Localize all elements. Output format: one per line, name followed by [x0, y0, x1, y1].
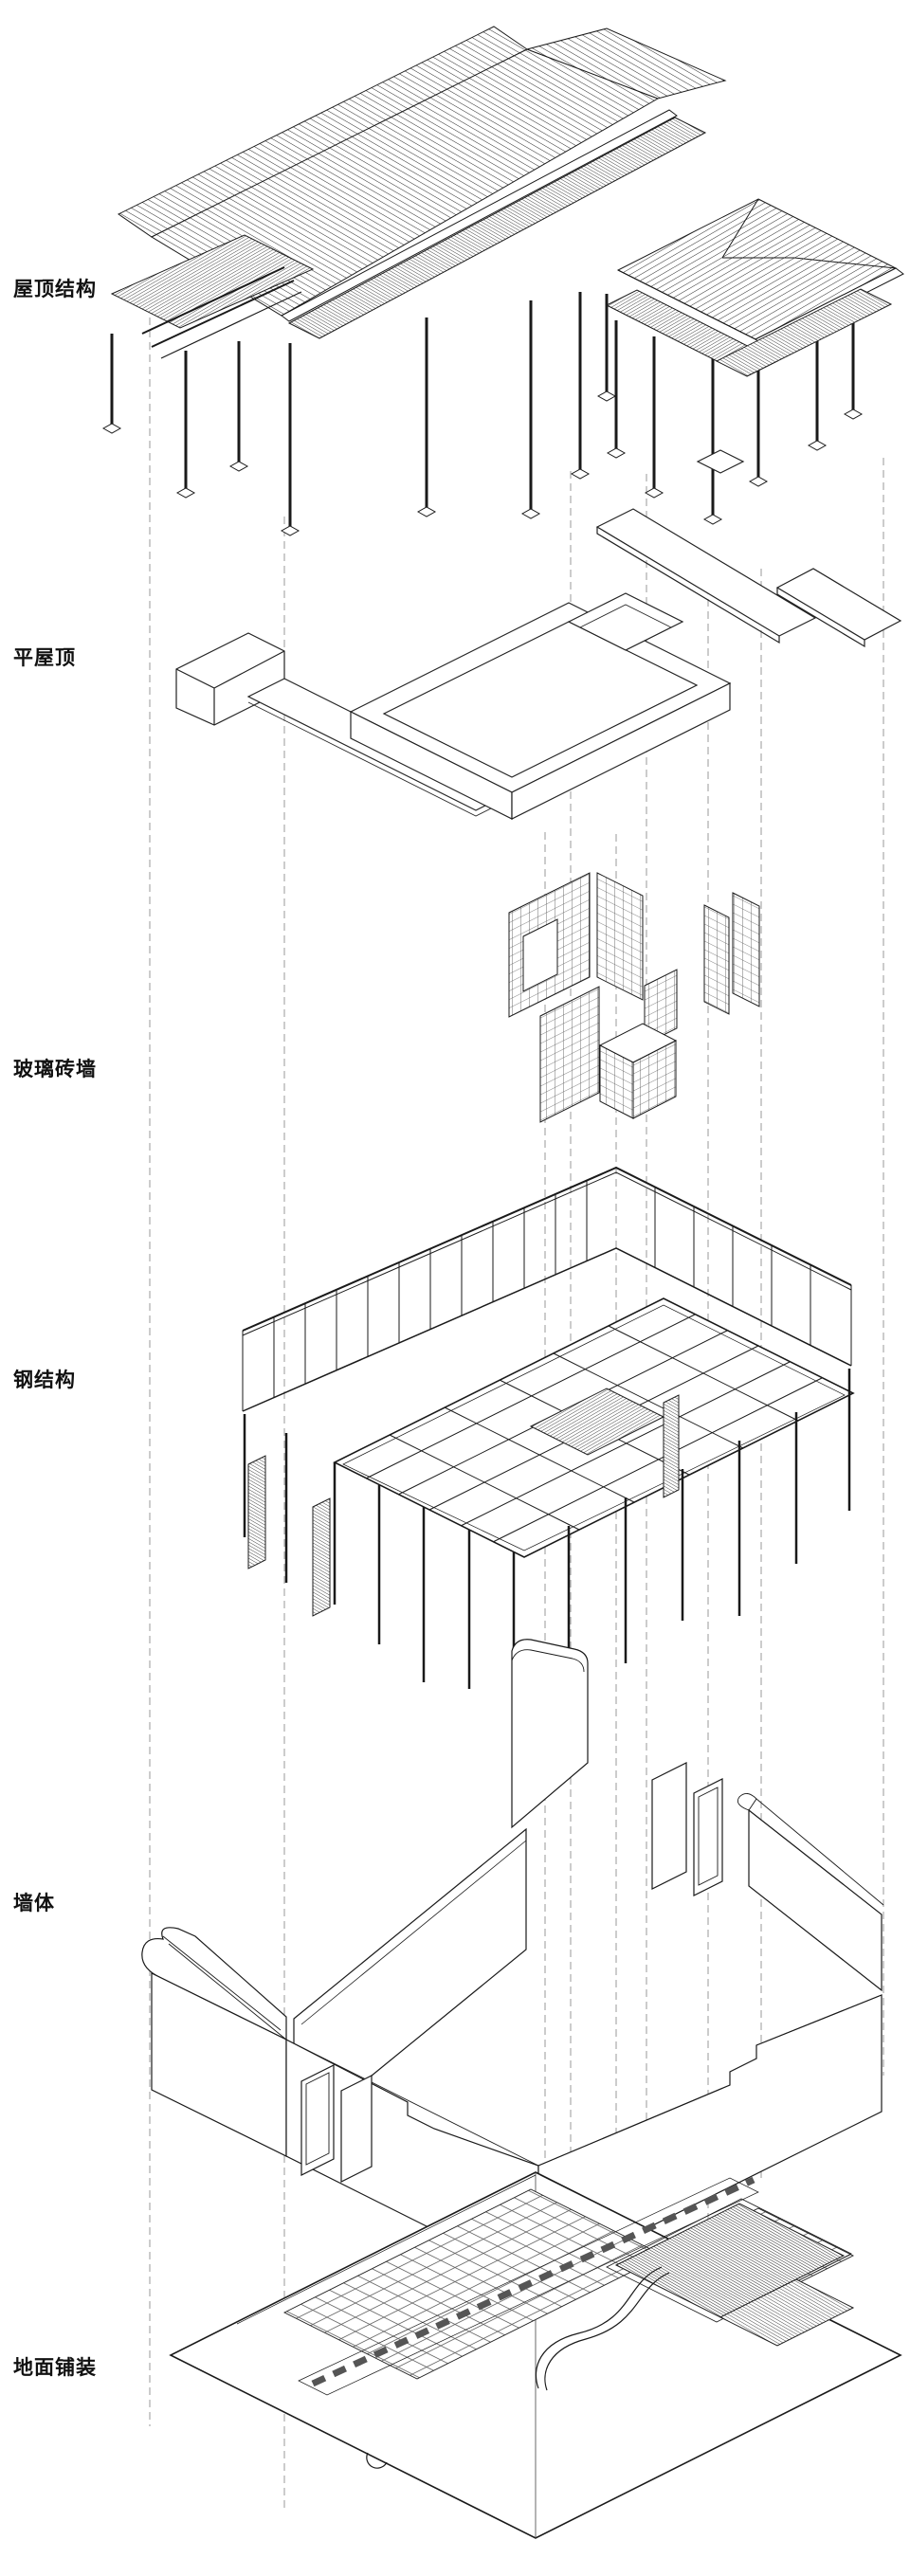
- layer-label-steel-structure: 钢结构: [13, 1370, 76, 1391]
- ground-paving-drawing: [169, 2171, 902, 2539]
- flat-roof-drawing: [175, 449, 902, 820]
- layer-label-ground-paving: 地面铺装: [13, 2357, 97, 2379]
- main-roof-columns: [101, 292, 591, 536]
- layer-label-roof-structure: 屋顶结构: [13, 279, 97, 300]
- layer-label-glass-brick-wall: 玻璃砖墙: [13, 1059, 97, 1080]
- main-roof: [110, 26, 727, 359]
- layer-label-wall: 墙体: [13, 1893, 55, 1914]
- glass-brick-wall-drawing: [508, 872, 760, 1123]
- secondary-roof: [605, 198, 904, 377]
- roof-structure-drawing: [101, 26, 904, 536]
- steel-structure-drawing: [242, 1166, 855, 1742]
- secondary-roof-columns: [596, 281, 864, 525]
- layer-label-flat-roof: 平屋顶: [13, 647, 76, 669]
